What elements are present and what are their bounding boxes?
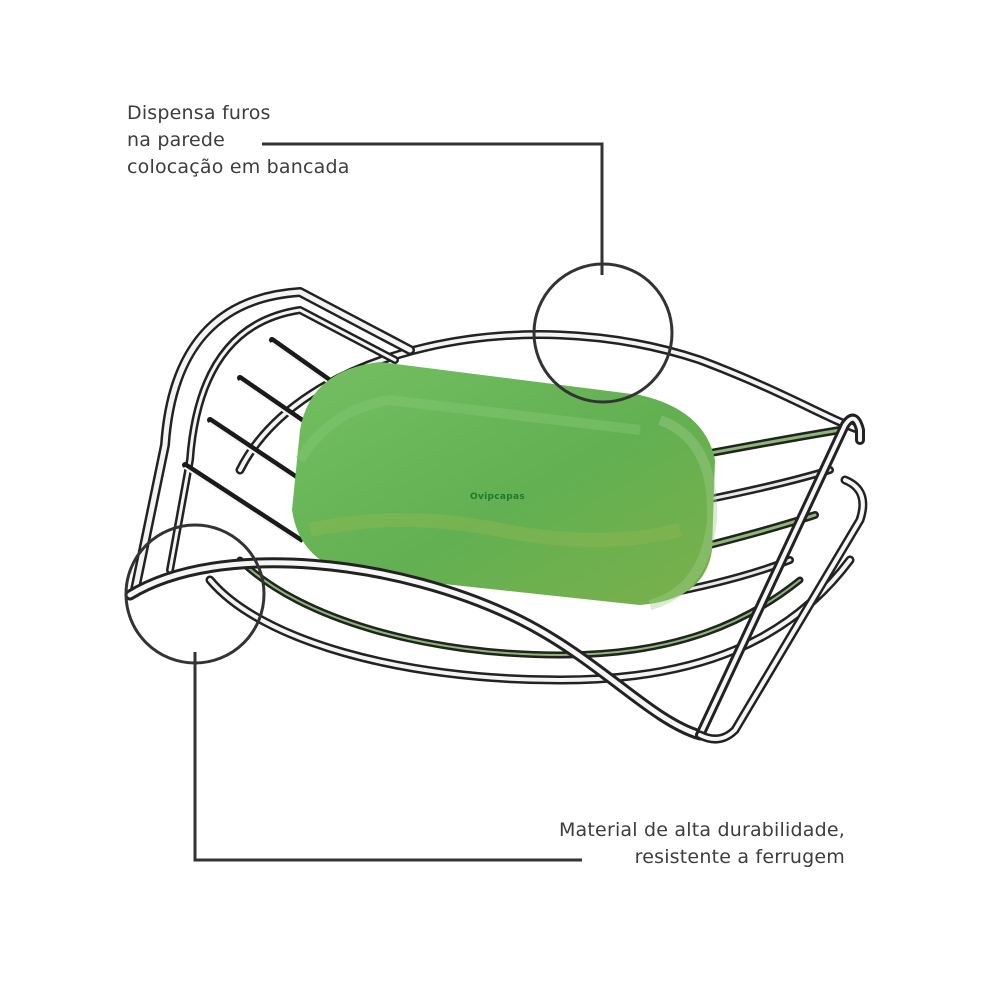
callout-top-line-1: Dispensa furos (127, 102, 271, 124)
callout-top-connector (262, 142, 674, 404)
back-rim (235, 330, 865, 475)
right-frame (695, 413, 868, 744)
callout-bottom-circle (124, 523, 266, 665)
callout-bottom-line-2: resistente a ferrugem (634, 846, 845, 868)
callout-bottom-connector (124, 523, 582, 862)
callout-top-line-2: na parede (127, 129, 226, 151)
front-wave (124, 557, 706, 741)
callout-top-circle (532, 262, 674, 404)
callout-bottom-leader-line (193, 652, 582, 862)
front-rim (205, 555, 855, 685)
callout-bottom-text: Material de alta durabilidade, resistent… (559, 817, 845, 871)
soap-brand-label: Ovipcapas (470, 492, 526, 502)
callout-bottom-line-1: Material de alta durabilidade, (558, 819, 845, 841)
left-frame (130, 287, 415, 595)
callout-top-text: Dispensa furos na parede colocação em ba… (127, 100, 350, 181)
callout-top-line-3: colocação em bancada (127, 156, 350, 178)
soap-bar (292, 362, 718, 610)
callout-top-leader-line (262, 142, 604, 275)
